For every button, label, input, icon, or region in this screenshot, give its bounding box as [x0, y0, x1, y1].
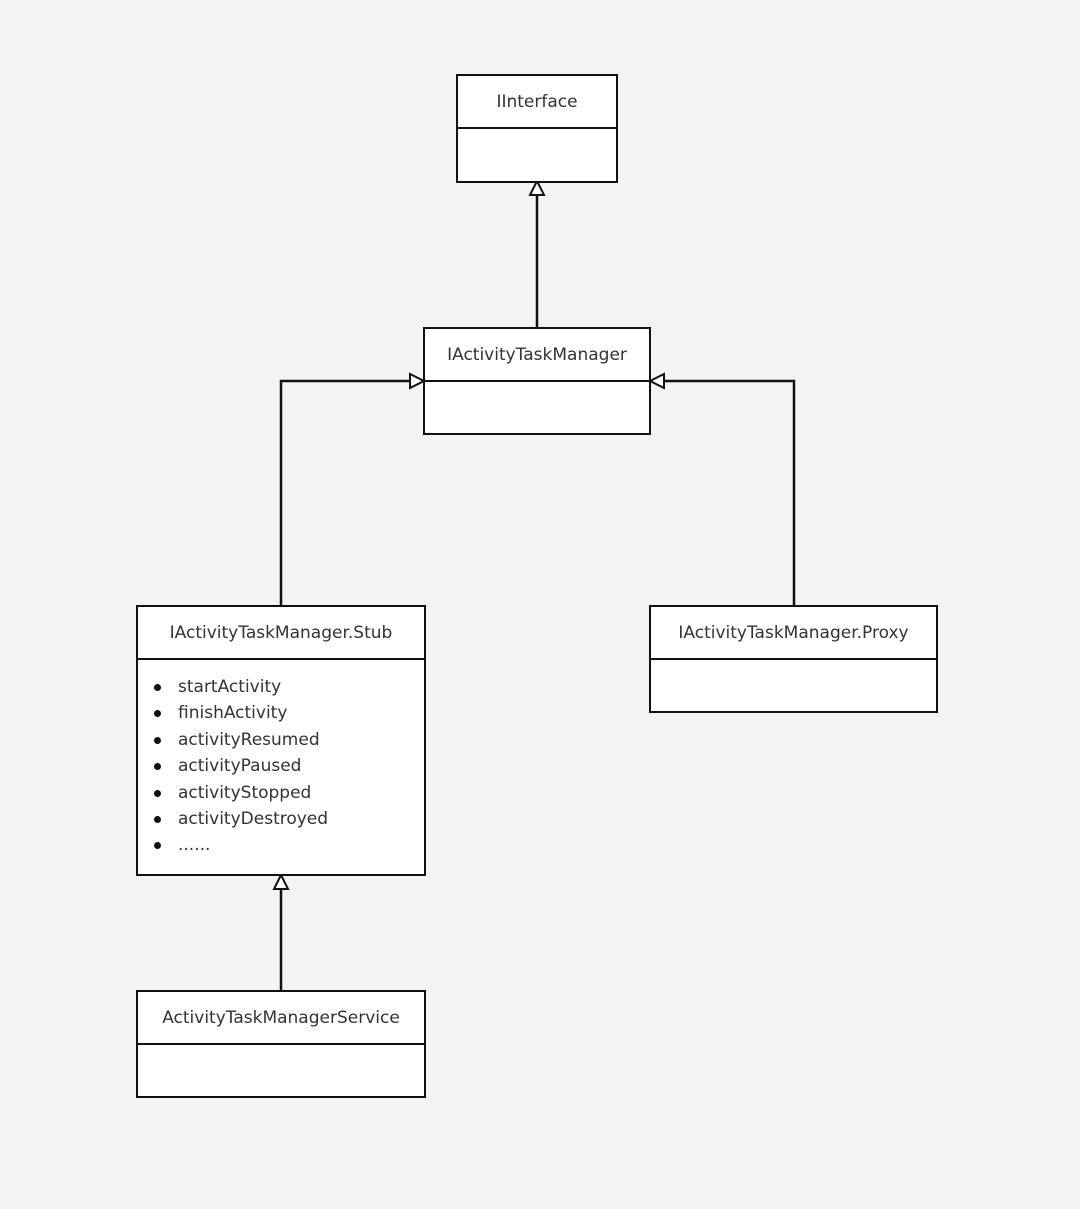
- class-methods: startActivity finishActivity activityRes…: [138, 660, 424, 859]
- bullet-icon: [154, 842, 161, 850]
- class-name: ActivityTaskManagerService: [138, 992, 424, 1045]
- generalization-iactivitytaskmanager-to-iinterface: [528, 178, 546, 328]
- bullet-icon: [154, 763, 161, 771]
- inheritance-arrowhead: [409, 372, 427, 390]
- generalization-proxy-to-iactivitytaskmanager: [647, 372, 796, 606]
- method-item: finishActivity: [154, 700, 424, 726]
- method-label: startActivity: [178, 677, 282, 697]
- class-name: IActivityTaskManager.Stub: [138, 607, 424, 660]
- method-label: activityResumed: [178, 729, 320, 750]
- method-list: startActivity finishActivity activityRes…: [138, 660, 424, 859]
- method-label: activityDestroyed: [178, 808, 329, 829]
- inheritance-arrowhead: [272, 872, 290, 890]
- bullet-icon: [154, 815, 161, 823]
- method-item: startActivity: [154, 674, 424, 700]
- bullet-icon: [154, 736, 161, 744]
- inheritance-arrowhead: [528, 178, 546, 196]
- method-label: activityPaused: [178, 756, 302, 777]
- generalization-stub-to-iactivitytaskmanager: [279, 372, 427, 606]
- generalization-service-to-stub: [272, 872, 290, 991]
- class-name: IActivityTaskManager: [425, 329, 649, 382]
- class-name: IInterface: [458, 76, 616, 129]
- method-item: activityPaused: [154, 753, 424, 779]
- method-item: activityStopped: [154, 780, 424, 806]
- inheritance-arrowhead: [647, 372, 665, 390]
- method-item: activityResumed: [154, 727, 424, 753]
- class-iinterface[interactable]: IInterface: [456, 74, 618, 183]
- method-item: ......: [154, 832, 424, 858]
- method-label: activityStopped: [178, 782, 312, 803]
- class-iactivitytaskmanager-stub[interactable]: IActivityTaskManager.Stub startActivity …: [136, 605, 426, 876]
- bullet-icon: [154, 789, 161, 797]
- bullet-icon: [154, 684, 161, 691]
- class-iactivitytaskmanager-proxy[interactable]: IActivityTaskManager.Proxy: [649, 605, 938, 713]
- class-iactivitytaskmanager[interactable]: IActivityTaskManager: [423, 327, 651, 435]
- method-label: ......: [178, 835, 211, 856]
- bullet-icon: [154, 710, 161, 718]
- class-name: IActivityTaskManager.Proxy: [651, 607, 936, 660]
- class-activitytaskmanagerservice[interactable]: ActivityTaskManagerService: [136, 990, 426, 1098]
- method-label: finishActivity: [178, 703, 288, 724]
- method-item: activityDestroyed: [154, 806, 424, 832]
